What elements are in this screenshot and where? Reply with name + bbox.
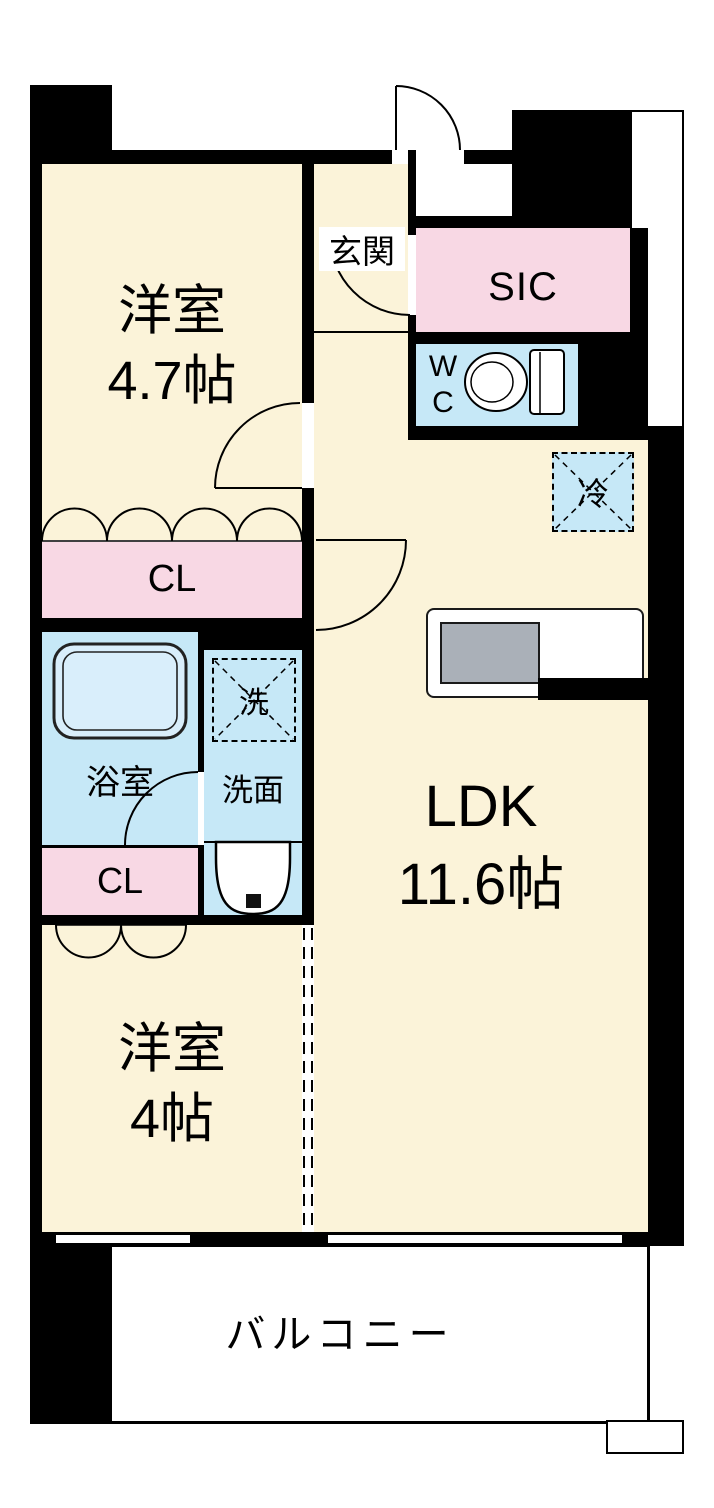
bathroom-floor: [42, 632, 198, 845]
wall-block-top-right: [512, 110, 632, 228]
balcony-text: バルコニー: [225, 1313, 455, 1357]
ldk-window: [328, 1233, 622, 1245]
wall-bath-divider-a: [198, 650, 204, 772]
wall-hall-right-b: [408, 315, 416, 440]
sic-floor: [416, 228, 630, 332]
wall-closet-bottom-top: [42, 845, 198, 848]
washroom-text: 洗面: [222, 772, 284, 808]
room1-label: 洋室 4.7帖: [42, 258, 302, 434]
wall-wc-bottom: [408, 426, 648, 440]
wall-sic-bottom: [416, 332, 630, 344]
room1-size: 4.7帖: [107, 351, 237, 411]
wall-top-b: [464, 150, 512, 164]
ldk-floor: [408, 440, 648, 1232]
room1-name: 洋室: [118, 280, 226, 341]
wc-line2: C: [432, 386, 454, 419]
laundry-text: 洗: [239, 687, 269, 720]
wall-left: [30, 150, 42, 1246]
wall-top-a: [30, 150, 392, 164]
kitchen-counter-base: [538, 678, 648, 700]
wall-mid-bottom: [30, 915, 314, 925]
bathroom-label: 浴室: [42, 754, 198, 804]
ldk-size: 11.6帖: [397, 852, 565, 917]
closet-bottom-floor: [42, 848, 198, 918]
balcony-label: バルコニー: [30, 1298, 650, 1364]
balcony-step-outline: [606, 1420, 684, 1454]
room2-name: 洋室: [118, 1018, 226, 1079]
bathroom-text: 浴室: [86, 763, 154, 802]
genkan-label: 玄関: [319, 227, 405, 271]
room2-floor: [42, 925, 302, 1232]
closet-top-text: CL: [147, 557, 197, 600]
kitchen-sink-unit: [440, 622, 540, 684]
room2-label: 洋室 4帖: [42, 996, 302, 1172]
fridge-text: 冷: [576, 476, 609, 512]
laundry-space-box: [212, 658, 296, 742]
wall-block-bottom-left: [30, 1232, 112, 1422]
sic-label: SIC: [416, 263, 630, 311]
wall-room1-right-b: [302, 488, 314, 925]
laundry-label: 洗: [212, 658, 296, 742]
genkan-text: 玄関: [329, 233, 395, 270]
wc-label: W C: [422, 345, 464, 425]
ldk-label: LDK 11.6帖: [314, 754, 648, 938]
sic-text: SIC: [488, 264, 558, 309]
wall-sic-top: [408, 216, 516, 228]
ldk-name: LDK: [424, 773, 538, 839]
wc-line1: W: [428, 350, 458, 383]
wall-sic-right: [630, 228, 648, 344]
wall-block-top-left: [30, 85, 112, 162]
wall-washroom-top: [198, 632, 302, 650]
washroom-label: 洗面: [204, 764, 302, 810]
room2-size: 4帖: [129, 1089, 215, 1149]
closet-top-floor: [42, 542, 302, 618]
entrance-door-arc: [395, 85, 461, 151]
balcony-outline: [30, 1244, 650, 1424]
closet-bottom-label: CL: [42, 856, 198, 906]
wall-bath-divider-b: [198, 845, 204, 915]
closet-bottom-text: CL: [96, 860, 144, 901]
wall-wc-right: [578, 344, 648, 440]
wall-room1-right-a: [302, 150, 314, 403]
room2-window: [56, 1233, 190, 1245]
wall-hall-right-a: [408, 150, 416, 235]
fridge-label: 冷: [552, 452, 634, 532]
wall-closet-top-bottom: [30, 618, 314, 632]
closet-top-label: CL: [42, 552, 302, 606]
wall-right: [648, 426, 684, 1246]
hallway-floor: [314, 164, 408, 1232]
